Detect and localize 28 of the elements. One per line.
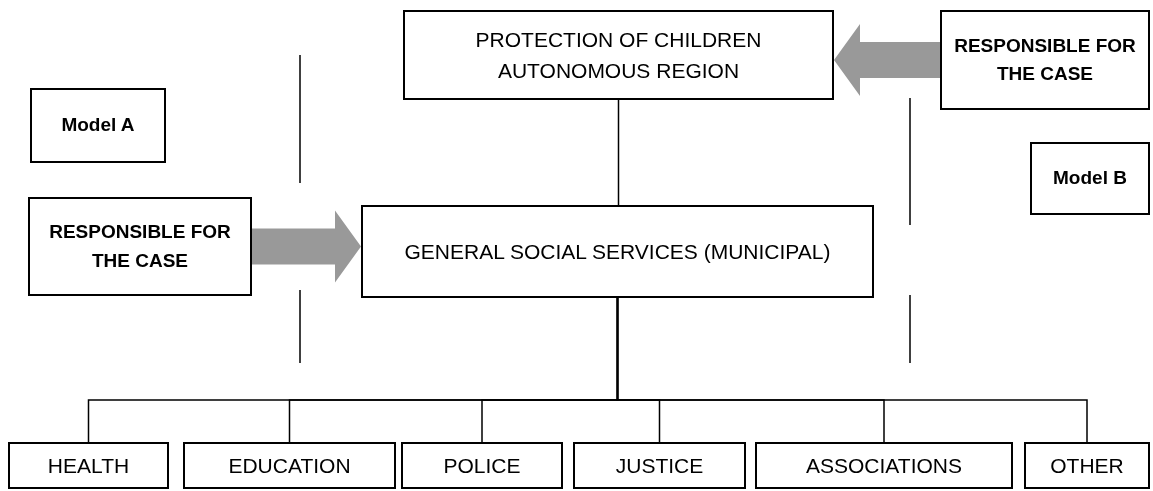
text-box [755, 442, 1013, 489]
text-box [940, 10, 1150, 110]
text-box [403, 10, 834, 100]
text-box [183, 442, 396, 489]
box-label: JUSTICE [615, 452, 704, 479]
box-label: RESPONSIBLE FOR THE CASE [953, 33, 1137, 86]
box-label: ASSOCIATIONS [806, 452, 962, 479]
box-label: PROTECTION OF CHILDREN AUTONOMOUS REGION [474, 26, 763, 84]
box-label: OTHER [1050, 452, 1124, 479]
text-box [1030, 142, 1150, 215]
text-box [8, 442, 169, 489]
text-box [30, 88, 166, 163]
text-box [573, 442, 746, 489]
box-label: POLICE [443, 452, 521, 479]
text-box [1024, 442, 1150, 489]
connector-line [616, 297, 1088, 443]
text-box [401, 442, 563, 489]
connector-line [617, 99, 620, 206]
block-arrow [834, 24, 940, 96]
box-label: Model B [1053, 166, 1127, 191]
text-box [361, 205, 874, 298]
box-label: HEALTH [47, 452, 130, 479]
box-label: EDUCATION [228, 452, 351, 479]
text-box [28, 197, 252, 296]
box-label: GENERAL SOCIAL SERVICES (MUNICIPAL) [404, 238, 831, 265]
box-label: RESPONSIBLE FOR THE CASE [48, 220, 232, 273]
box-label: Model A [61, 113, 135, 138]
block-arrow [252, 210, 361, 283]
